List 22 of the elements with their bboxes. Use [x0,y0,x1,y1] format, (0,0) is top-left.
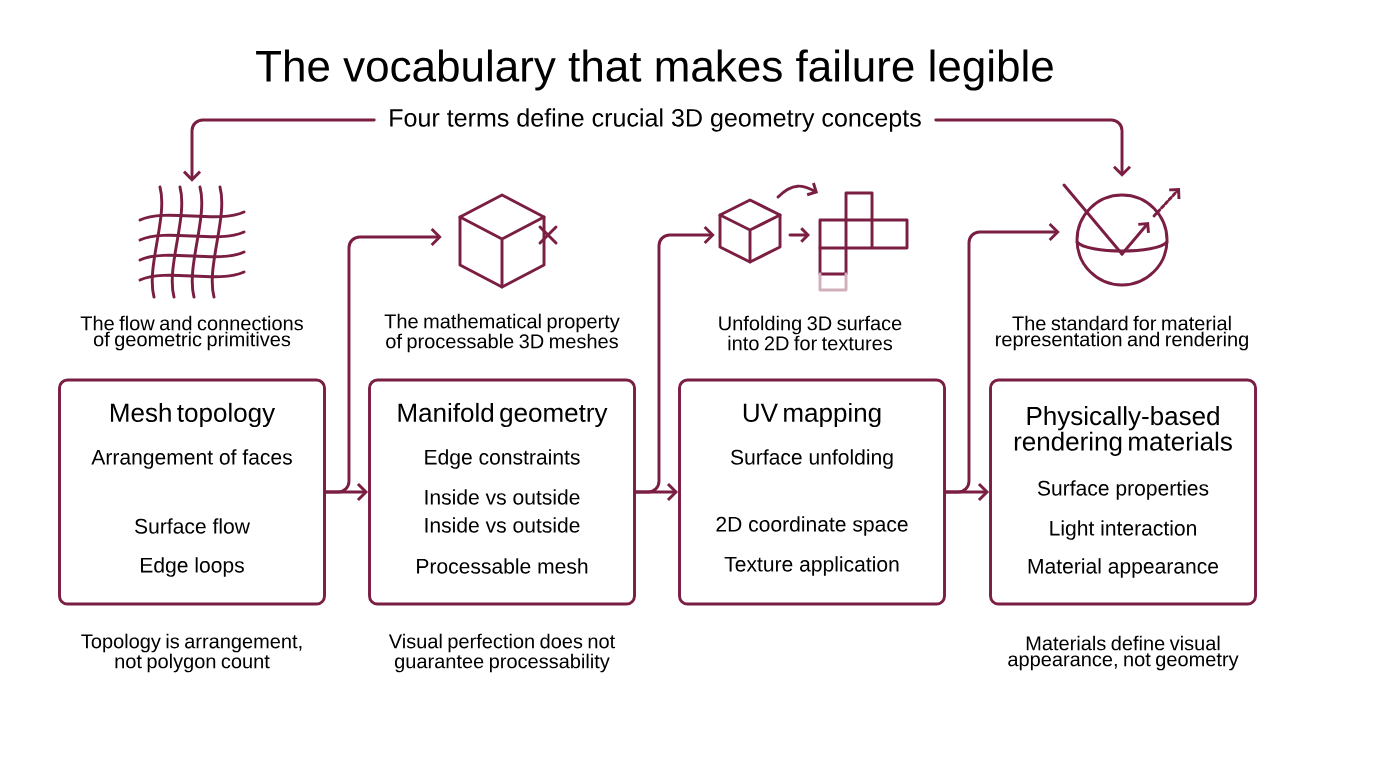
description-text: The flow and connections of geometric primitives [80,315,303,351]
cube-drawing [458,193,558,289]
term-box: Manifold geometry Edge constraints Inside vs outside Inside vs outside Processable mesh [368,378,636,606]
term-box: UV mapping Surface unfolding 2D coordinate space Texture application [678,378,946,606]
sphere-reflection-drawing [1062,183,1181,287]
arrow [634,225,715,494]
arrow [324,227,442,494]
note-text: Topology is arrangement, not polygon count [81,633,302,673]
arrow [182,118,376,182]
term-box: Mesh topology Arrangement of faces Surface flow Edge loops [58,378,326,606]
note-text: Materials define visual appearance, not geometry [1008,635,1239,671]
note-text: Visual perfection does not guarantee processability [388,633,616,673]
term-box: Physically-based rendering materials Surface properties Light interaction Material appearance [989,378,1257,606]
subtitle: Four terms define crucial 3D geometry concepts [390,108,921,132]
arrow [934,118,1132,177]
title: The vocabulary that makes failure legible [256,49,1053,91]
description-text: Unfolding 3D surface into 2D for textures [719,315,902,351]
description-text: The mathematical property of processable 3D meshes [384,313,620,353]
description-text: The standard for material representation and rendering [996,315,1248,351]
uv-unfold-drawing [718,182,909,292]
arrow [944,222,1060,494]
mesh-grid-drawing [138,185,246,299]
